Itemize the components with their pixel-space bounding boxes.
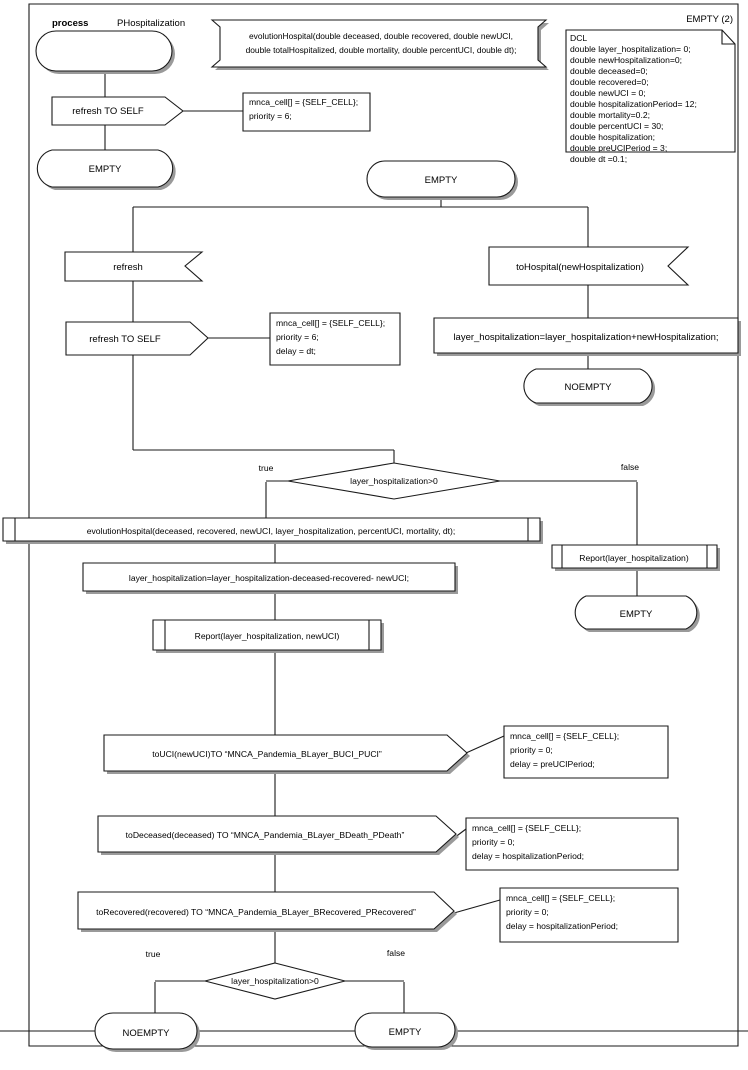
- note-uci-line-0: mnca_cell[] = {SELF_CELL};: [510, 731, 619, 741]
- note-to-deceased: mnca_cell[] = {SELF_CELL}; priority = 0;…: [465, 817, 679, 871]
- to-uci-transition: toUCI(newUCI)TO “MNCA_Pandemia_BLayer_BU…: [103, 734, 470, 774]
- note-2-line-1: priority = 6;: [276, 332, 319, 342]
- terminal-noempty-1-label: NOEMPTY: [565, 382, 613, 393]
- assign-subtract: layer_hospitalization=layer_hospitalizat…: [82, 562, 458, 594]
- decision-2: layer_hospitalization>0: [204, 962, 346, 1000]
- to-hospital-label: toHospital(newHospitalization): [516, 262, 644, 273]
- signature-line-0: evolutionHospital(double deceased, doubl…: [249, 31, 513, 41]
- dcl-header: DCL: [570, 33, 587, 43]
- report-two-args-label: Report(layer_hospitalization, newUCI): [195, 631, 340, 641]
- refresh-to-self-2: refresh TO SELF: [65, 321, 209, 356]
- terminal-empty-1: EMPTY: [36, 149, 176, 190]
- terminal-empty-4-label: EMPTY: [389, 1027, 422, 1038]
- dcl-box: DCL double layer_hospitalization= 0; dou…: [565, 29, 736, 153]
- dcl-line-7: double percentUCI = 30;: [570, 121, 663, 131]
- decision-2-label: layer_hospitalization>0: [231, 976, 319, 986]
- dcl-line-10: double dt =0.1;: [570, 154, 627, 164]
- terminal-empty-3: EMPTY: [574, 595, 700, 632]
- terminal-empty-4: EMPTY: [354, 1012, 458, 1050]
- note-refresh-1: mnca_cell[] = {SELF_CELL}; priority = 6;: [242, 92, 371, 132]
- terminal-empty-2-label: EMPTY: [425, 175, 458, 186]
- dcl-line-3: double recovered=0;: [570, 77, 649, 87]
- decision-1-false-label: false: [621, 462, 639, 472]
- terminal-noempty-2: NOEMPTY: [94, 1012, 200, 1052]
- to-hospital-input: toHospital(newHospitalization): [488, 246, 690, 286]
- dcl-line-4: double newUCI = 0;: [570, 88, 646, 98]
- note-refresh-2: mnca_cell[] = {SELF_CELL}; priority = 6;…: [269, 312, 401, 366]
- refresh-input-label: refresh: [113, 262, 143, 273]
- process-name-label: PHospitalization: [117, 18, 185, 29]
- dcl-line-6: double mortality=0.2;: [570, 110, 650, 120]
- start-terminal: [35, 30, 175, 74]
- refresh-to-self-1-label: refresh TO SELF: [72, 106, 144, 117]
- note-to-uci: mnca_cell[] = {SELF_CELL}; priority = 0;…: [503, 725, 669, 779]
- empty-state-label: EMPTY (2): [686, 14, 733, 25]
- note-1-line-0: mnca_cell[] = {SELF_CELL};: [249, 97, 358, 107]
- report-one-arg: Report(layer_hospitalization): [551, 544, 720, 571]
- refresh-to-self-2-label: refresh TO SELF: [89, 334, 161, 345]
- dcl-line-5: double hospitalizationPeriod= 12;: [570, 99, 697, 109]
- note-2-line-0: mnca_cell[] = {SELF_CELL};: [276, 318, 385, 328]
- assign-subtract-label: layer_hospitalization=layer_hospitalizat…: [129, 573, 409, 583]
- decision-1: layer_hospitalization>0: [287, 462, 501, 500]
- terminal-empty-1-label: EMPTY: [89, 164, 122, 175]
- connector-lines: [0, 72, 748, 1032]
- terminal-empty-2: EMPTY: [366, 160, 518, 200]
- decision-1-label: layer_hospitalization>0: [350, 476, 438, 486]
- note-recovered-line-2: delay = hospitalizationPeriod;: [506, 921, 618, 931]
- refresh-to-self-1: refresh TO SELF: [51, 96, 184, 126]
- dcl-line-9: double preUCIPeriod = 3;: [570, 143, 667, 153]
- process-keyword-label: process: [52, 18, 88, 29]
- to-recovered-transition: toRecovered(recovered) TO “MNCA_Pandemia…: [77, 891, 457, 932]
- assign-hospitalization-label: layer_hospitalization=layer_hospitalizat…: [453, 332, 718, 343]
- note-deceased-line-0: mnca_cell[] = {SELF_CELL};: [472, 823, 581, 833]
- report-one-arg-label: Report(layer_hospitalization): [579, 553, 689, 563]
- to-deceased-label: toDeceased(deceased) TO “MNCA_Pandemia_B…: [126, 830, 405, 840]
- refresh-input: refresh: [64, 251, 204, 282]
- to-recovered-label: toRecovered(recovered) TO “MNCA_Pandemia…: [96, 907, 416, 917]
- signature-line-1: double totalHospitalized, double mortali…: [246, 45, 517, 55]
- decision-2-true-label: true: [146, 949, 161, 959]
- process-frame: [28, 3, 739, 1047]
- evolution-hospital-call: evolutionHospital(deceased, recovered, n…: [2, 517, 543, 544]
- note-uci-line-1: priority = 0;: [510, 745, 553, 755]
- signature-box: evolutionHospital(double deceased, doubl…: [210, 19, 549, 70]
- dcl-line-2: double deceased=0;: [570, 66, 648, 76]
- note-deceased-line-1: priority = 0;: [472, 837, 515, 847]
- terminal-noempty-2-label: NOEMPTY: [123, 1028, 171, 1039]
- note-deceased-line-2: delay = hospitalizationPeriod;: [472, 851, 584, 861]
- decision-1-true-label: true: [259, 463, 274, 473]
- note-1-line-1: priority = 6;: [249, 111, 292, 121]
- note-recovered-line-1: priority = 0;: [506, 907, 549, 917]
- evolution-hospital-call-label: evolutionHospital(deceased, recovered, n…: [87, 526, 456, 536]
- dcl-line-1: double newHospitalization=0;: [570, 55, 682, 65]
- assign-hospitalization: layer_hospitalization=layer_hospitalizat…: [433, 317, 741, 356]
- note-2-line-2: delay = dt;: [276, 346, 316, 356]
- report-two-args: Report(layer_hospitalization, newUCI): [152, 619, 384, 653]
- to-deceased-transition: toDeceased(deceased) TO “MNCA_Pandemia_B…: [97, 815, 459, 855]
- note-uci-line-2: delay = preUCIPeriod;: [510, 759, 595, 769]
- note-to-recovered: mnca_cell[] = {SELF_CELL}; priority = 0;…: [499, 887, 679, 943]
- dcl-line-0: double layer_hospitalization= 0;: [570, 44, 691, 54]
- dcl-line-8: double hospitalization;: [570, 132, 655, 142]
- terminal-empty-3-label: EMPTY: [620, 609, 653, 620]
- note-recovered-line-0: mnca_cell[] = {SELF_CELL};: [506, 893, 615, 903]
- to-uci-label: toUCI(newUCI)TO “MNCA_Pandemia_BLayer_BU…: [152, 749, 382, 759]
- terminal-noempty-1: NOEMPTY: [523, 368, 656, 406]
- decision-2-false-label: false: [387, 948, 405, 958]
